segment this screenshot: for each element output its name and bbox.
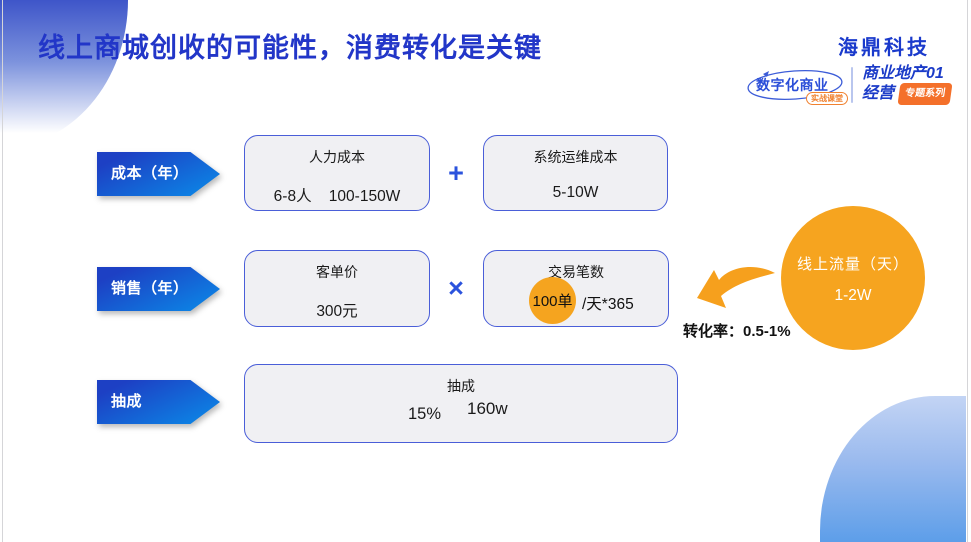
orders-highlight-circle: 100单 [529,277,576,324]
slide-right-edge [967,0,968,542]
box-commission-title: 抽成 [447,378,475,394]
commission-amount: 160w [467,399,508,418]
box-unit-price: 客单价 300元 [244,250,430,327]
traffic-circle-title: 线上流量（天） [796,256,909,273]
box-transactions: 交易笔数 100单 /天*365 [483,250,669,327]
brand-logo-row: 数字化商业 实战课堂 商业地产01 经营 专题系列 [747,63,953,107]
box-labor-cost-value: 6-8人 100-150W [273,188,401,205]
logo-sub-badge: 实战课堂 [806,92,848,105]
logo-main-text: 数字化商业 [756,77,829,93]
box-system-maintenance: 系统运维成本 5-10W [483,135,668,211]
slide-left-edge [2,0,3,542]
company-name: 海鼎科技 [838,37,930,59]
orders-suffix: /天*365 [582,296,634,313]
series-logo: 商业地产01 经营 专题系列 [862,65,953,105]
box-system-maintenance-value: 5-10W [552,184,599,201]
page-title: 线上商城创收的可能性，消费转化是关键 [38,33,542,63]
commission-rate: 15% [408,405,442,423]
curved-arrow-icon [697,266,775,308]
pennant-cost-label: 成本（年） [97,152,220,196]
pennant-cost-text: 成本（年） [97,152,220,196]
traffic-circle: 线上流量（天） 1-2W [781,206,925,350]
operator-plus: + [448,158,464,188]
digital-business-logo: 数字化商业 实战课堂 [747,64,848,106]
box-commission: 抽成 15% 160w [244,364,678,443]
orbit-sketch-icon [747,70,843,100]
pennant-commission-text: 抽成 [97,380,220,424]
conversion-rate-label: 转化率：0.5-1% [683,323,791,340]
pennant-sales-text: 销售（年） [97,267,220,311]
series-badge: 专题系列 [897,83,953,105]
box-system-maintenance-title: 系统运维成本 [533,149,618,165]
series-subtitle: 经营 [862,85,895,102]
box-transactions-title: 交易笔数 [548,264,604,280]
pennant-commission-label: 抽成 [97,380,220,424]
box-unit-price-value: 300元 [316,303,358,320]
series-title: 商业地产01 [862,65,944,82]
logo-divider [851,67,853,103]
operator-times: × [448,273,464,303]
box-unit-price-title: 客单价 [316,264,358,280]
traffic-circle-value: 1-2W [834,287,872,304]
corner-decor-bottom-right [820,396,966,542]
box-labor-cost: 人力成本 6-8人 100-150W [244,135,430,211]
corner-decor-top-left [0,0,128,148]
pennant-sales-label: 销售（年） [97,267,220,311]
box-labor-cost-title: 人力成本 [309,149,365,165]
